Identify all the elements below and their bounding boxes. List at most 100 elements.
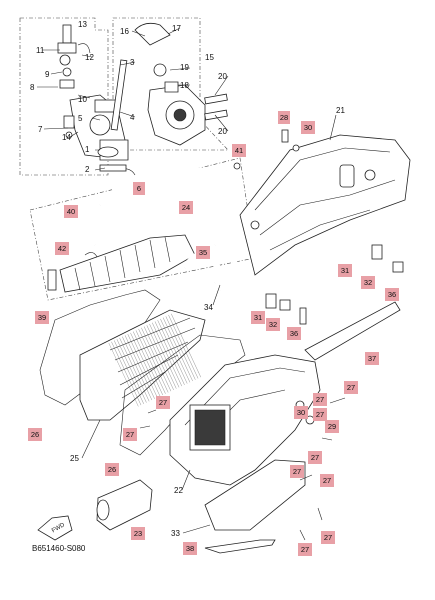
hose-40: [91, 166, 228, 246]
label-15: 15: [205, 53, 214, 62]
svg-text:39: 39: [38, 313, 46, 322]
duct-23: [96, 479, 153, 531]
tag-32-right: 32: [361, 276, 375, 289]
strap-38: [204, 539, 276, 554]
tag-27-g: 27: [290, 465, 304, 478]
tag-26-mid: 26: [105, 463, 119, 476]
label-5: 5: [78, 114, 83, 123]
svg-text:36: 36: [388, 290, 396, 299]
tag-29: 29: [325, 420, 339, 433]
label-20-top: 20: [218, 72, 227, 81]
tag-27-b: 27: [156, 396, 170, 409]
carburetor-left-assembly: [57, 24, 136, 176]
svg-text:27: 27: [347, 383, 355, 392]
svg-text:38: 38: [186, 544, 194, 553]
tag-37: 37: [365, 352, 379, 365]
tag-27-d: 27: [313, 408, 327, 421]
tag-27-j: 27: [298, 543, 312, 556]
label-2: 2: [85, 165, 90, 174]
label-10: 10: [78, 95, 87, 104]
label-8: 8: [30, 83, 35, 92]
tag-27-e: 27: [123, 428, 137, 441]
svg-text:27: 27: [126, 430, 134, 439]
tag-39: 39: [35, 311, 49, 324]
tag-27-i: 27: [321, 531, 335, 544]
svg-text:27: 27: [316, 410, 324, 419]
svg-text:32: 32: [364, 278, 372, 287]
svg-text:23: 23: [134, 529, 142, 538]
svg-text:26: 26: [31, 430, 39, 439]
tag-30-bottom: 30: [294, 406, 308, 419]
svg-text:27: 27: [301, 545, 309, 554]
tag-28: 28: [278, 111, 290, 124]
svg-text:36: 36: [290, 329, 298, 338]
leader-lines: [37, 27, 337, 534]
svg-text:27: 27: [159, 398, 167, 407]
label-19: 19: [180, 63, 189, 72]
label-12: 12: [85, 53, 94, 62]
label-7: 7: [38, 125, 43, 134]
tag-42: 42: [55, 242, 69, 255]
carburetor-right-assembly: [134, 22, 228, 146]
svg-text:26: 26: [108, 465, 116, 474]
svg-text:35: 35: [199, 248, 207, 257]
svg-text:27: 27: [293, 467, 301, 476]
tag-31-mid: 31: [251, 311, 265, 324]
label-4: 4: [130, 113, 135, 122]
label-34: 34: [204, 303, 213, 312]
label-20-bottom: 20: [218, 127, 227, 136]
tag-36-right: 36: [385, 288, 399, 301]
svg-text:27: 27: [324, 533, 332, 542]
tag-27-f: 27: [308, 451, 322, 464]
svg-text:27: 27: [316, 395, 324, 404]
intake-duct-24: [59, 234, 196, 293]
label-13: 13: [78, 20, 87, 29]
airbox-lower-case: [169, 354, 321, 486]
tag-35: 35: [196, 246, 210, 259]
tag-23: 23: [131, 527, 145, 540]
svg-text:28: 28: [280, 113, 288, 122]
fwd-arrow: FWD: [37, 515, 73, 541]
part-labels: 13 11 12 9 8 10 5 7 14 3 4 1 2 16 17 19 …: [30, 20, 345, 538]
duct-23-mouth: [96, 499, 110, 521]
filter-element-25: [79, 309, 206, 421]
tag-24: 24: [179, 201, 193, 214]
label-25: 25: [70, 454, 79, 463]
hose-34-inner: [213, 240, 238, 293]
airbox-upper-case: [239, 134, 411, 276]
svg-text:42: 42: [58, 244, 66, 253]
label-18: 18: [180, 81, 189, 90]
tag-27-a: 27: [344, 381, 358, 394]
svg-text:40: 40: [67, 207, 75, 216]
tag-6: 6: [133, 182, 145, 195]
svg-text:31: 31: [254, 313, 262, 322]
strap-37: [304, 301, 401, 361]
tag-32-mid: 32: [266, 318, 280, 331]
label-1: 1: [85, 145, 90, 154]
svg-text:32: 32: [269, 320, 277, 329]
svg-text:24: 24: [182, 203, 190, 212]
label-33: 33: [171, 529, 180, 538]
tag-labels: 28 30 4 1 6 40 24 42 35 31 32 36 39 31 32…: [28, 111, 399, 556]
tag-30-top: 30: [301, 121, 315, 134]
svg-text:27: 27: [311, 453, 319, 462]
svg-text:30: 30: [304, 123, 312, 132]
tag-36-mid: 36: [287, 327, 301, 340]
svg-text:27: 27: [323, 476, 331, 485]
label-17: 17: [172, 24, 181, 33]
svg-text:29: 29: [328, 422, 336, 431]
label-16: 16: [120, 27, 129, 36]
tag-27-h: 27: [320, 474, 334, 487]
tag-40: 40: [64, 205, 78, 218]
svg-text:6: 6: [137, 184, 141, 193]
label-9: 9: [45, 70, 50, 79]
tag-26-left: 26: [28, 428, 42, 441]
fasteners: [47, 129, 404, 541]
tag-27-c: 27: [313, 393, 327, 406]
diagram-code: B651460-S080: [32, 544, 86, 553]
svg-text:37: 37: [368, 354, 376, 363]
label-14: 14: [62, 133, 71, 142]
label-22: 22: [174, 486, 183, 495]
svg-text:31: 31: [341, 266, 349, 275]
